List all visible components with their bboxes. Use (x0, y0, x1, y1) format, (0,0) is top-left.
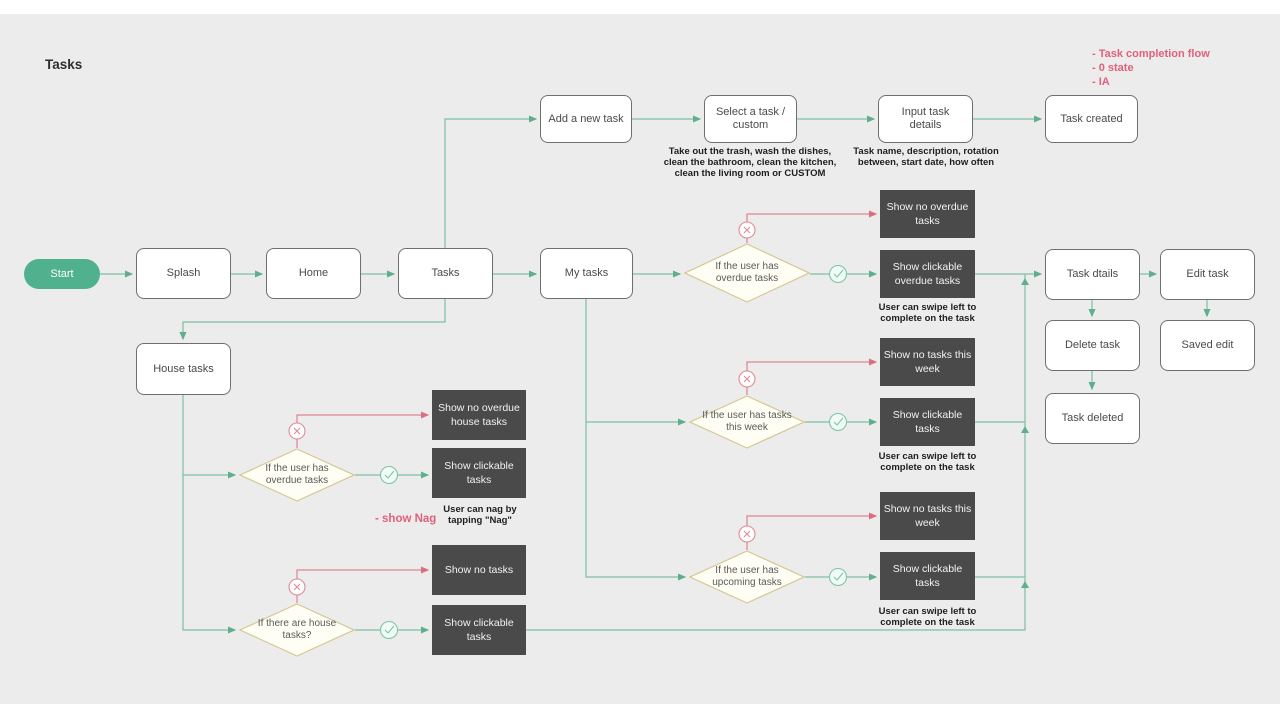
no-marker-icon (288, 221, 756, 596)
decision-label: If there are house tasks? (257, 618, 337, 641)
node-my-tasks: My tasks (540, 248, 633, 299)
result-clickable-house-2: Show clickable tasks (432, 605, 526, 655)
note-swipe-complete-2: User can swipe left to complete on the t… (878, 451, 977, 473)
annotation-line: - IA (1092, 76, 1110, 88)
result-no-overdue-tasks: Show no overdue tasks (880, 190, 975, 238)
annotation-line: - 0 state (1092, 62, 1134, 74)
decision-label: If the user has tasks this week (702, 410, 792, 433)
result-no-tasks: Show no tasks (432, 545, 526, 595)
note-input-details-hint: Task name, description, rotation between… (853, 146, 999, 168)
yes-marker-icon (379, 264, 848, 640)
note-select-task-hint: Take out the trash, wash the dishes, cle… (663, 146, 837, 179)
result-clickable-house: Show clickable tasks (432, 448, 526, 498)
page-title: Tasks (45, 57, 83, 72)
node-splash: Splash (136, 248, 231, 299)
node-house-tasks: House tasks (136, 343, 231, 395)
node-input-task-details: Input task details (878, 95, 973, 143)
node-task-created: Task created (1045, 95, 1138, 143)
decision-markers (288, 221, 848, 640)
note-swipe-complete-3: User can swipe left to complete on the t… (878, 606, 977, 628)
node-tasks: Tasks (398, 248, 493, 299)
result-clickable-upcoming: Show clickable tasks (880, 552, 975, 600)
result-no-tasks-this-week: Show no tasks this week (880, 338, 975, 386)
node-add-new-task: Add a new task (540, 95, 632, 143)
node-start: Start (24, 259, 100, 289)
green-connectors (100, 115, 1211, 634)
decision-overdue-tasks: If the user has overdue tasks (684, 243, 810, 303)
result-clickable-overdue: Show clickable overdue tasks (880, 250, 975, 298)
annotation-line: - Task completion flow (1092, 48, 1210, 60)
decision-tasks-this-week: If the user has tasks this week (689, 395, 805, 449)
decision-house-overdue: If the user has overdue tasks (239, 448, 355, 502)
result-no-overdue-house: Show no overdue house tasks (432, 390, 526, 440)
decision-label: If the user has overdue tasks (715, 261, 779, 284)
node-saved-edit: Saved edit (1160, 320, 1255, 371)
decision-label: If the user has upcoming tasks (712, 565, 782, 588)
node-delete-task: Delete task (1045, 320, 1140, 371)
note-swipe-complete-1: User can swipe left to complete on the t… (878, 302, 977, 324)
decision-house-exist: If there are house tasks? (239, 603, 355, 657)
decision-upcoming-tasks: If the user has upcoming tasks (689, 550, 805, 604)
note-nag: User can nag by tapping "Nag" (443, 504, 517, 526)
result-no-tasks-this-week-2: Show no tasks this week (880, 492, 975, 540)
node-edit-task: Edit task (1160, 249, 1255, 300)
decision-label: If the user has overdue tasks (265, 463, 329, 486)
node-select-task: Select a task / custom (704, 95, 797, 143)
node-home: Home (266, 248, 361, 299)
result-clickable-tasks-week: Show clickable tasks (880, 398, 975, 446)
merge-up-arrows (1021, 278, 1029, 588)
annotation-notes: - Task completion flow - 0 state - IA (1092, 47, 1210, 89)
show-nag-annotation: - show Nag (375, 513, 437, 525)
node-task-deleted: Task deleted (1045, 393, 1140, 444)
node-task-details: Task dtails (1045, 249, 1140, 300)
